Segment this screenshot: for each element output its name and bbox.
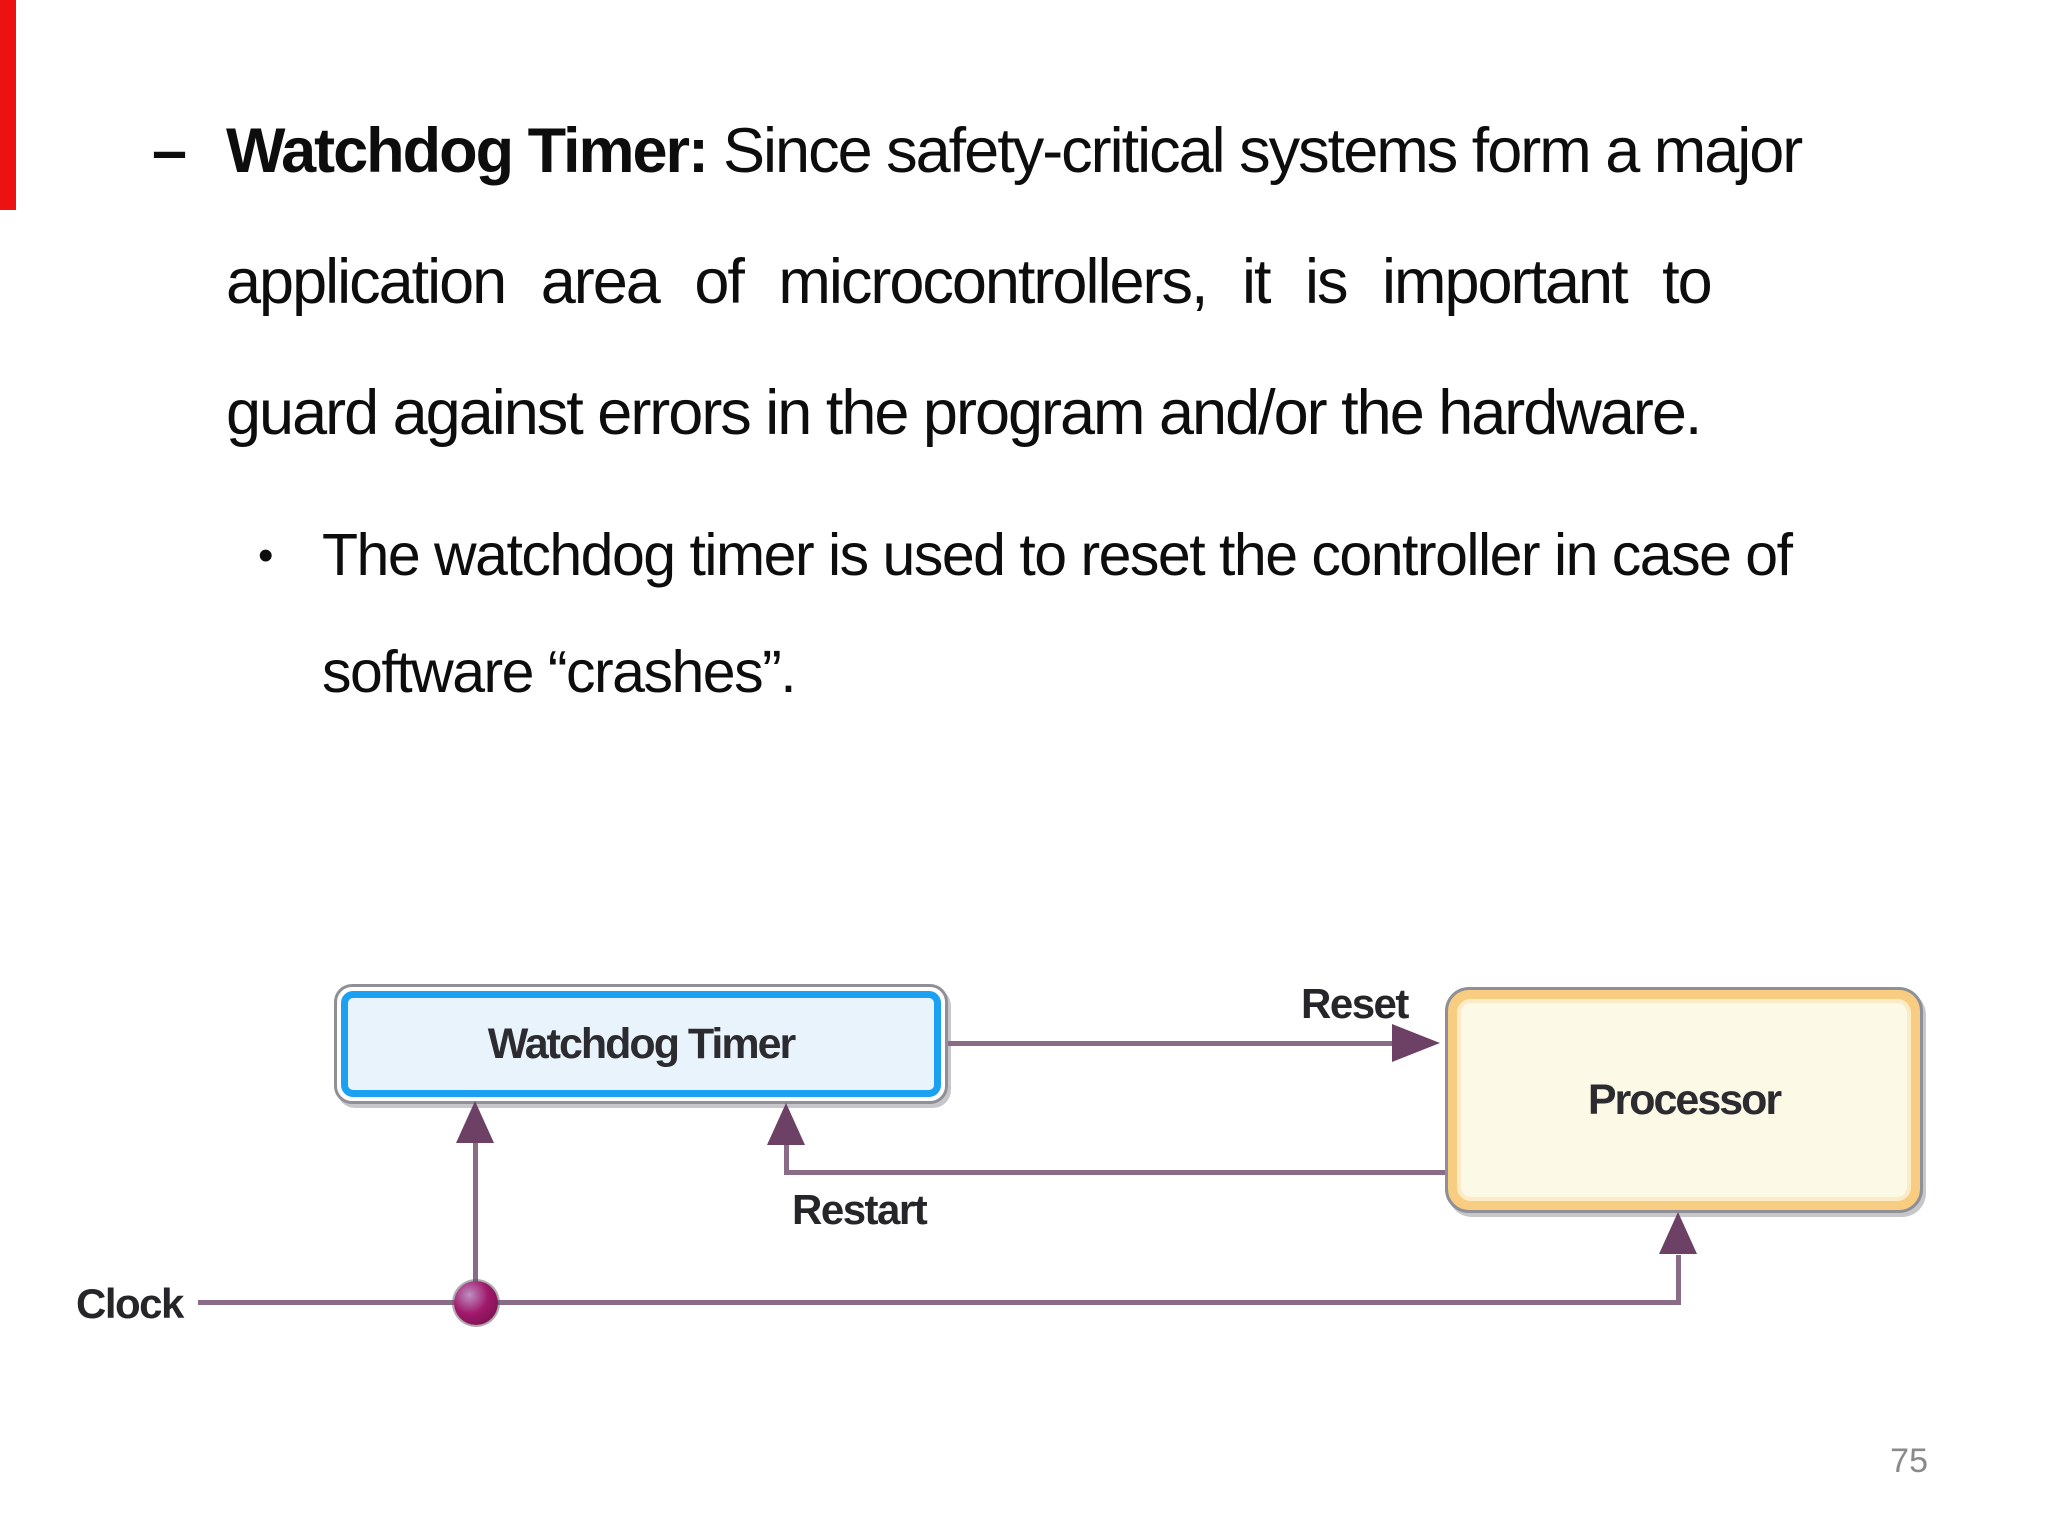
accent-bar [0, 0, 16, 210]
main-paragraph: Watchdog Timer:Since safety-critical sys… [226, 86, 1998, 479]
clock-processor-arrowhead-icon [1659, 1212, 1697, 1254]
clock-branch-watchdog-line [473, 1140, 478, 1305]
watchdog-timer-box: Watchdog Timer [334, 984, 948, 1104]
bullet-marker: • [258, 531, 274, 580]
paragraph-line-1-rest: Since safety-critical systems form a maj… [723, 116, 1803, 186]
reset-arrowhead-icon [1392, 1024, 1440, 1062]
restart-signal-line-vertical [784, 1140, 789, 1175]
restart-arrowhead-icon [767, 1103, 805, 1145]
clock-watchdog-arrowhead-icon [456, 1101, 494, 1143]
list-dash-marker: – [152, 116, 188, 186]
processor-box: Processor [1445, 987, 1923, 1213]
clock-junction-dot [454, 1281, 498, 1325]
watchdog-timer-box-label: Watchdog Timer [341, 991, 941, 1097]
bullet-line-1: The watchdog timer is used to reset the … [322, 522, 1793, 588]
reset-label: Reset [1301, 980, 1409, 1027]
bullet-line-2: software “crashes”. [322, 639, 797, 705]
reset-signal-line [948, 1041, 1396, 1046]
restart-signal-line-horizontal [787, 1170, 1445, 1175]
clock-label: Clock [76, 1280, 184, 1327]
bullet-paragraph: The watchdog timer is used to reset the … [322, 497, 1998, 731]
paragraph-line-3: guard against errors in the program and/… [226, 378, 1702, 448]
paragraph-line-1-bold: Watchdog Timer: [226, 116, 709, 186]
processor-box-label: Processor [1457, 999, 1911, 1201]
paragraph-line-1: Watchdog Timer:Since safety-critical sys… [226, 86, 1998, 217]
restart-label: Restart [792, 1186, 928, 1233]
paragraph-line-2: application area of microcontrollers, it… [226, 247, 1713, 317]
page-number: 75 [1890, 1442, 1928, 1480]
clock-signal-line [198, 1300, 1680, 1305]
clock-branch-processor-line [1676, 1255, 1681, 1305]
